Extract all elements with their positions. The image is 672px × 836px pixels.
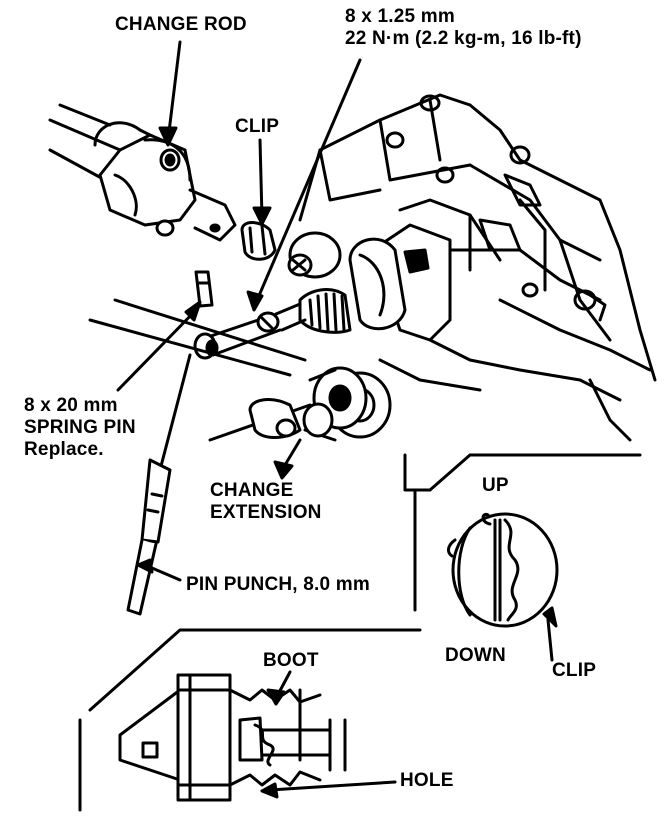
transmission-housing xyxy=(298,93,657,442)
change-extension xyxy=(88,298,392,480)
label-bolt-spec: 8 x 1.25 mm 22 N·m (2.2 kg-m, 16 lb-ft) xyxy=(345,6,582,50)
label-bolt-size: 8 x 1.25 mm xyxy=(345,6,455,27)
bolt-leader xyxy=(246,58,362,312)
housing-corner xyxy=(403,453,642,492)
change-rod xyxy=(48,40,237,242)
label-spring-pin-size: 8 x 20 mm xyxy=(24,395,118,416)
label-pin-punch: PIN PUNCH, 8.0 mm xyxy=(186,574,370,595)
boot-detail xyxy=(78,628,422,812)
label-change-extension-line1: CHANGE xyxy=(210,480,294,501)
label-up: UP xyxy=(482,475,509,496)
label-spring-pin-note: Replace. xyxy=(24,439,104,460)
shift-rod-assembly xyxy=(193,223,452,360)
label-hole: HOLE xyxy=(400,770,454,791)
label-clip-top: CLIP xyxy=(235,116,280,137)
label-bolt-torque: 22 N·m (2.2 kg-m, 16 lb-ft) xyxy=(345,28,582,49)
clip-part xyxy=(240,138,277,261)
clip-detail xyxy=(413,488,559,662)
label-change-extension: CHANGE EXTENSION xyxy=(210,480,322,524)
label-change-extension-line2: EXTENSION xyxy=(210,502,322,523)
label-down: DOWN xyxy=(445,645,506,666)
label-boot: BOOT xyxy=(263,650,319,671)
label-spring-pin: SPRING PIN xyxy=(24,417,136,438)
label-change-rod: CHANGE ROD xyxy=(115,14,247,35)
pin-punch xyxy=(126,353,192,616)
label-spring-pin-group: 8 x 20 mm SPRING PIN Replace. xyxy=(24,395,136,461)
label-clip-detail: CLIP xyxy=(552,660,597,681)
